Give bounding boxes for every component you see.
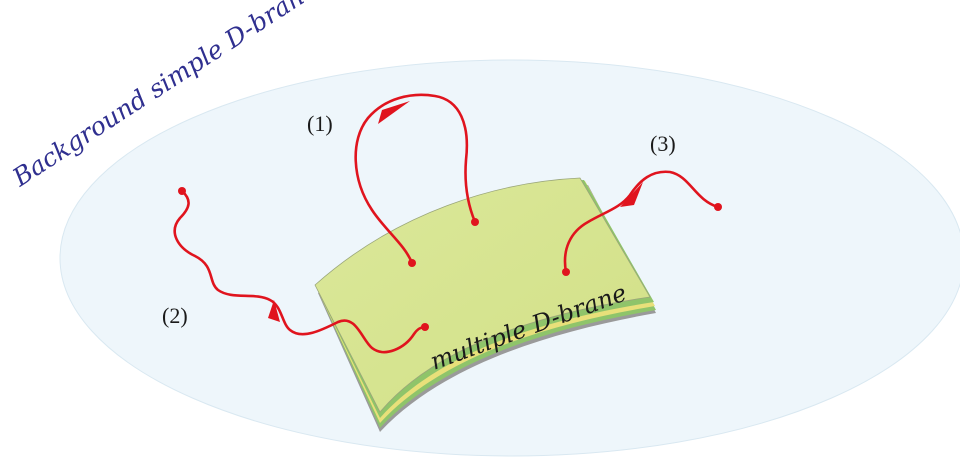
stack-top-sheet	[314, 177, 651, 413]
open-string-2	[173, 187, 429, 354]
string-1-endpoint-b	[471, 218, 479, 226]
string-2-endpoint-b	[421, 323, 429, 331]
string-2-arrowhead	[268, 300, 280, 322]
string-3-arrowhead	[620, 182, 643, 207]
string-3-path	[563, 170, 720, 274]
open-string-3	[562, 170, 722, 276]
string-3-endpoint-a	[562, 268, 570, 276]
string-3-label: (3)	[650, 131, 676, 156]
string-1-path	[354, 93, 477, 265]
string-2-endpoint-a	[178, 187, 186, 195]
string-1-endpoint-a	[408, 259, 416, 267]
string-3-endpoint-b	[714, 203, 722, 211]
string-2-path	[173, 189, 427, 354]
string-2-label: (2)	[162, 303, 188, 328]
string-1-arrowhead	[378, 101, 410, 124]
open-string-1	[354, 93, 479, 267]
string-1-label: (1)	[307, 111, 333, 136]
